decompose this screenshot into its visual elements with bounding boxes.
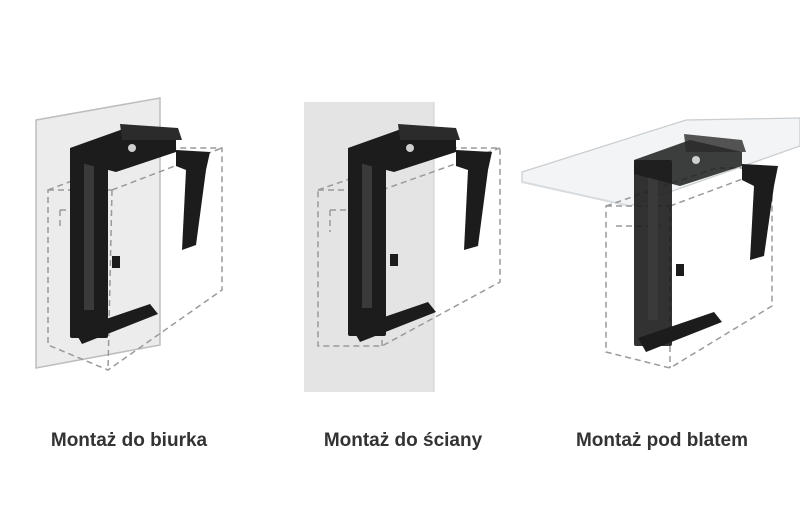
under-desk-mount-graphic <box>521 117 800 369</box>
pc-holder-bracket <box>634 134 778 352</box>
under-desk-mount-illustration <box>520 0 800 523</box>
caption-desk-mount: Montaż do biurka <box>50 430 208 451</box>
caption-wall-mount: Montaż do ściany <box>323 430 483 451</box>
pc-holder-bracket <box>70 124 210 344</box>
wall-mount-graphic <box>304 102 501 392</box>
wall-mount-illustration <box>270 0 530 523</box>
pc-holder-bracket <box>348 124 492 342</box>
caption-under-desk-mount: Montaż pod blatem <box>575 430 749 451</box>
desk-mount-illustration <box>0 0 260 523</box>
desk-mount-graphic <box>35 97 223 371</box>
